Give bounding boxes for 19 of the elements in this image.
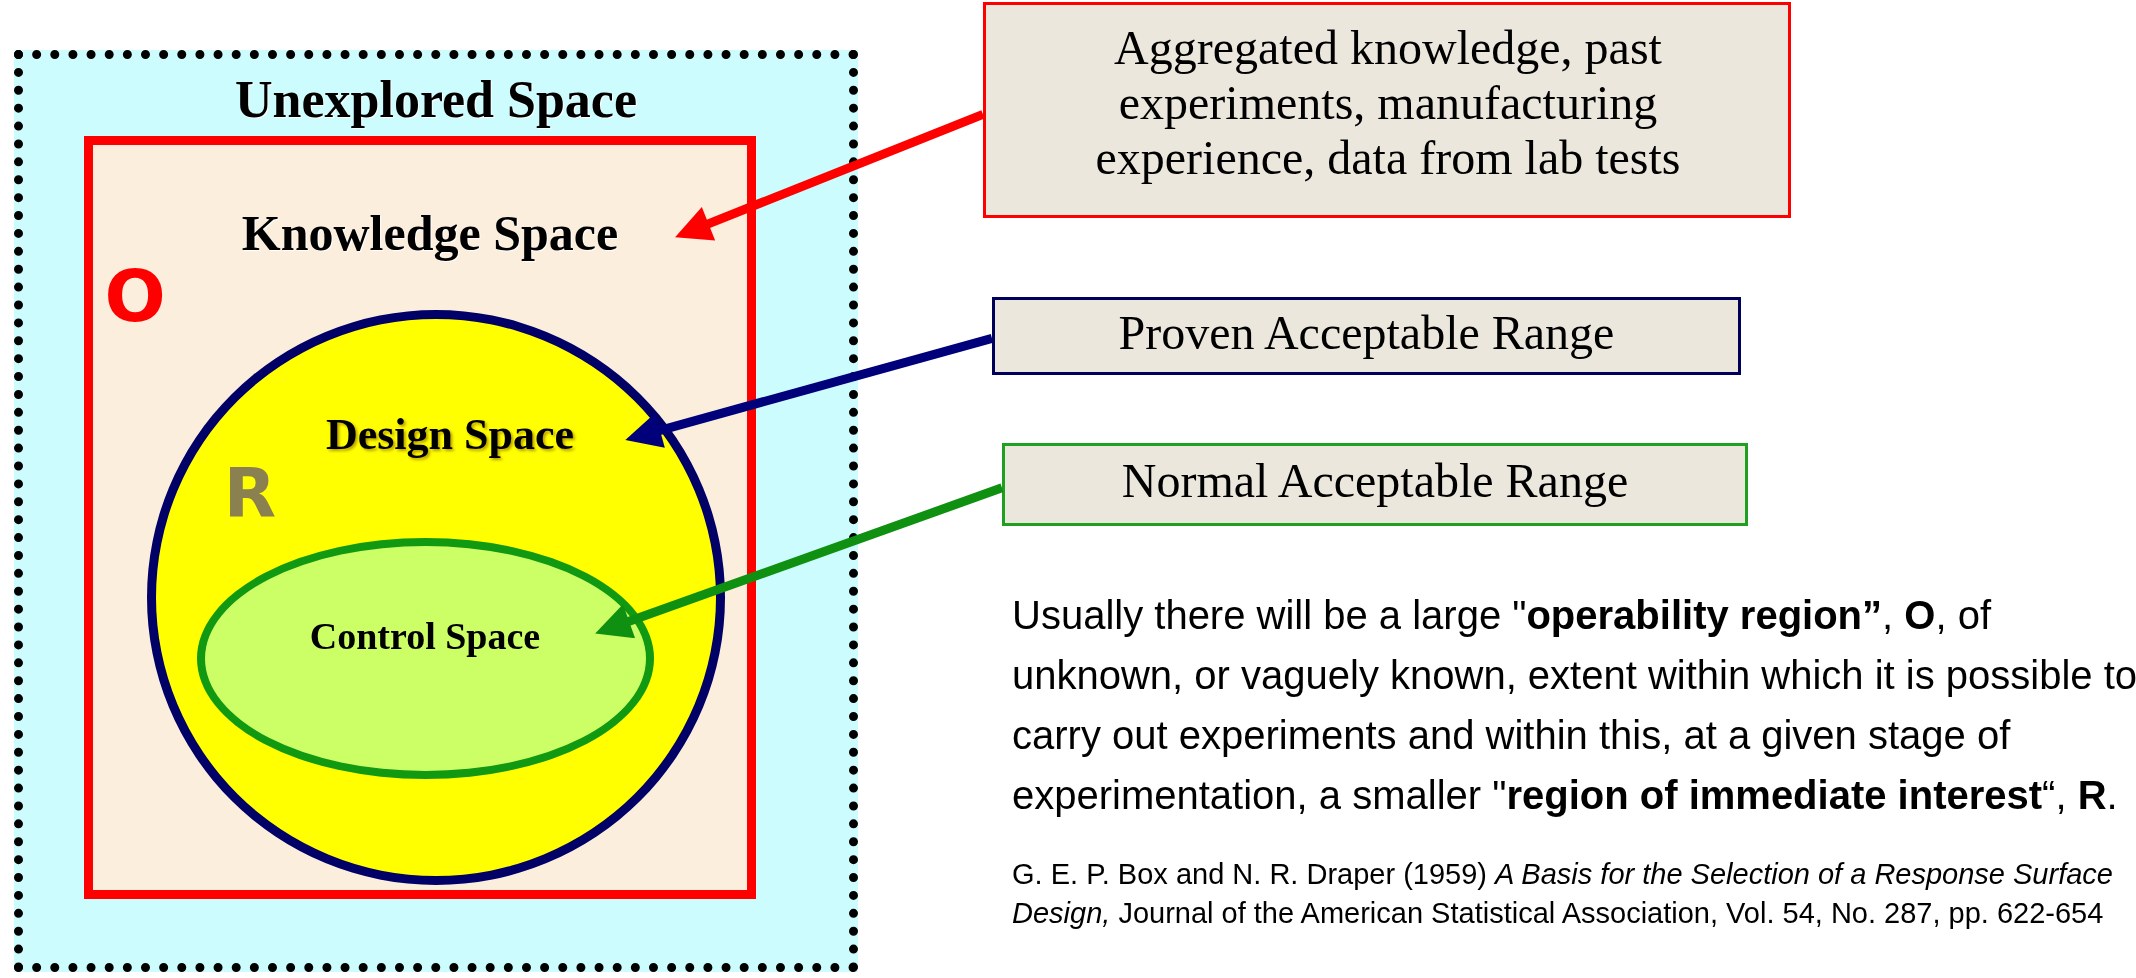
region-title: Design Space: [324, 410, 576, 461]
arrow: [595, 483, 1004, 639]
citation: G. E. P. Box and N. R. Draper (1959) A Basis for the Selection of a Response Surface Design, Journal of the American Statistical Association, Vol. 54, No. 287, pp. 622-654: [1012, 857, 2114, 932]
region-marker: O: [103, 255, 167, 338]
arrow: [625, 334, 994, 448]
region-title: Unexplored Space: [233, 70, 639, 130]
region-box: [14, 50, 858, 972]
callout-box: [1002, 443, 1748, 526]
callout-text: Aggregated knowledge, past experiments, manufacturing experience, data from lab tests: [1094, 20, 1682, 186]
region-title: Control Space: [308, 615, 542, 659]
callout-box: [992, 297, 1741, 375]
description-paragraph: Usually there will be a large "operability region”, O, of unknown, or vaguely known, extent within which it is possible to carry out experiments and within this, at a given stage of experimentation, a smaller "region of immediate interest“, R.: [1012, 592, 2136, 819]
region-box: [84, 136, 756, 899]
arrow: [675, 110, 985, 241]
callout-text: Proven Acceptable Range: [1117, 305, 1616, 361]
callout-box: [983, 2, 1791, 218]
region-title: Knowledge Space: [240, 205, 620, 263]
region-marker: R: [222, 455, 278, 534]
callout-text: Normal Acceptable Range: [1120, 453, 1630, 509]
